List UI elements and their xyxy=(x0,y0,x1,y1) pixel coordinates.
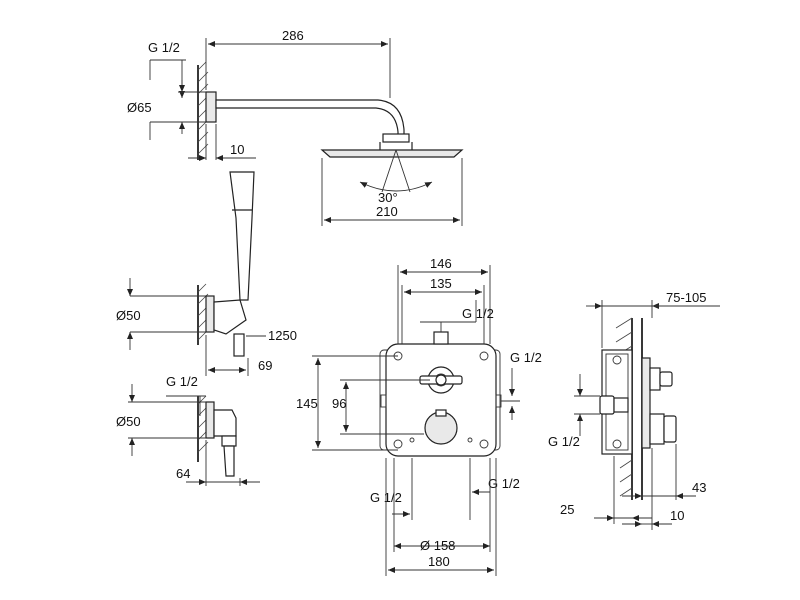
dim-43-label: 43 xyxy=(692,480,706,495)
g-half-f-label: G 1/2 xyxy=(488,476,520,491)
angle-30-label: 30° xyxy=(378,190,398,205)
g-half-b-label: G 1/2 xyxy=(166,374,198,389)
head-shower-view: 30° 286 G 1/2 Ø65 10 210 xyxy=(127,28,464,226)
g-half-c-label: G 1/2 xyxy=(462,306,494,321)
dim-69-label: 69 xyxy=(258,358,272,373)
thermostat-handle xyxy=(424,411,458,445)
thermostat-front-view: 146 135 G 1/2 G 1/2 145 96 G 1/2 G 1/2 xyxy=(296,256,542,576)
shower-holder xyxy=(213,299,247,335)
dim-146-label: 146 xyxy=(430,256,452,271)
wall-outlet-view: G 1/2 Ø50 64 xyxy=(116,374,260,486)
dim-25-label: 25 xyxy=(560,502,574,517)
trim-profile xyxy=(641,357,651,449)
g-half-d-label: G 1/2 xyxy=(510,350,542,365)
hose-1250-label: 1250 xyxy=(268,328,297,343)
rain-shower-head xyxy=(320,149,464,158)
dia-50-b-label: Ø50 xyxy=(116,414,141,429)
arm-wall-flange xyxy=(205,91,217,123)
dia-50-a-label: Ø50 xyxy=(116,308,141,323)
dim-210-label: 210 xyxy=(376,204,398,219)
outlet-wall-plate xyxy=(205,401,215,439)
dim-75-105-label: 75-105 xyxy=(666,290,706,305)
thermostat-handle-side xyxy=(663,415,677,443)
shower-arm xyxy=(215,99,405,141)
dim-96-label: 96 xyxy=(332,396,346,411)
dia-158-label: Ø 158 xyxy=(420,538,455,553)
hand-shower xyxy=(229,171,255,301)
wall-outlet xyxy=(213,409,237,437)
dim-180-label: 180 xyxy=(428,554,450,569)
g-half-g-label: G 1/2 xyxy=(548,434,580,449)
hand-shower-view: Ø50 1250 69 xyxy=(116,171,297,376)
dia-65-label: Ø65 xyxy=(127,100,152,115)
dim-10-top-label: 10 xyxy=(230,142,244,157)
dim-10-bottom-label: 10 xyxy=(670,508,684,523)
dim-135-label: 135 xyxy=(430,276,452,291)
dim-64-label: 64 xyxy=(176,466,190,481)
dim-145-label: 145 xyxy=(296,396,318,411)
thermostat-side-view: 75-105 G 1/2 25 43 10 xyxy=(548,290,720,530)
g-half-a-label: G 1/2 xyxy=(148,40,180,55)
diverter-handle-side xyxy=(659,371,673,387)
hose-connector xyxy=(223,445,235,477)
holder-wall-plate xyxy=(205,295,215,333)
dim-286-label: 286 xyxy=(282,28,304,43)
